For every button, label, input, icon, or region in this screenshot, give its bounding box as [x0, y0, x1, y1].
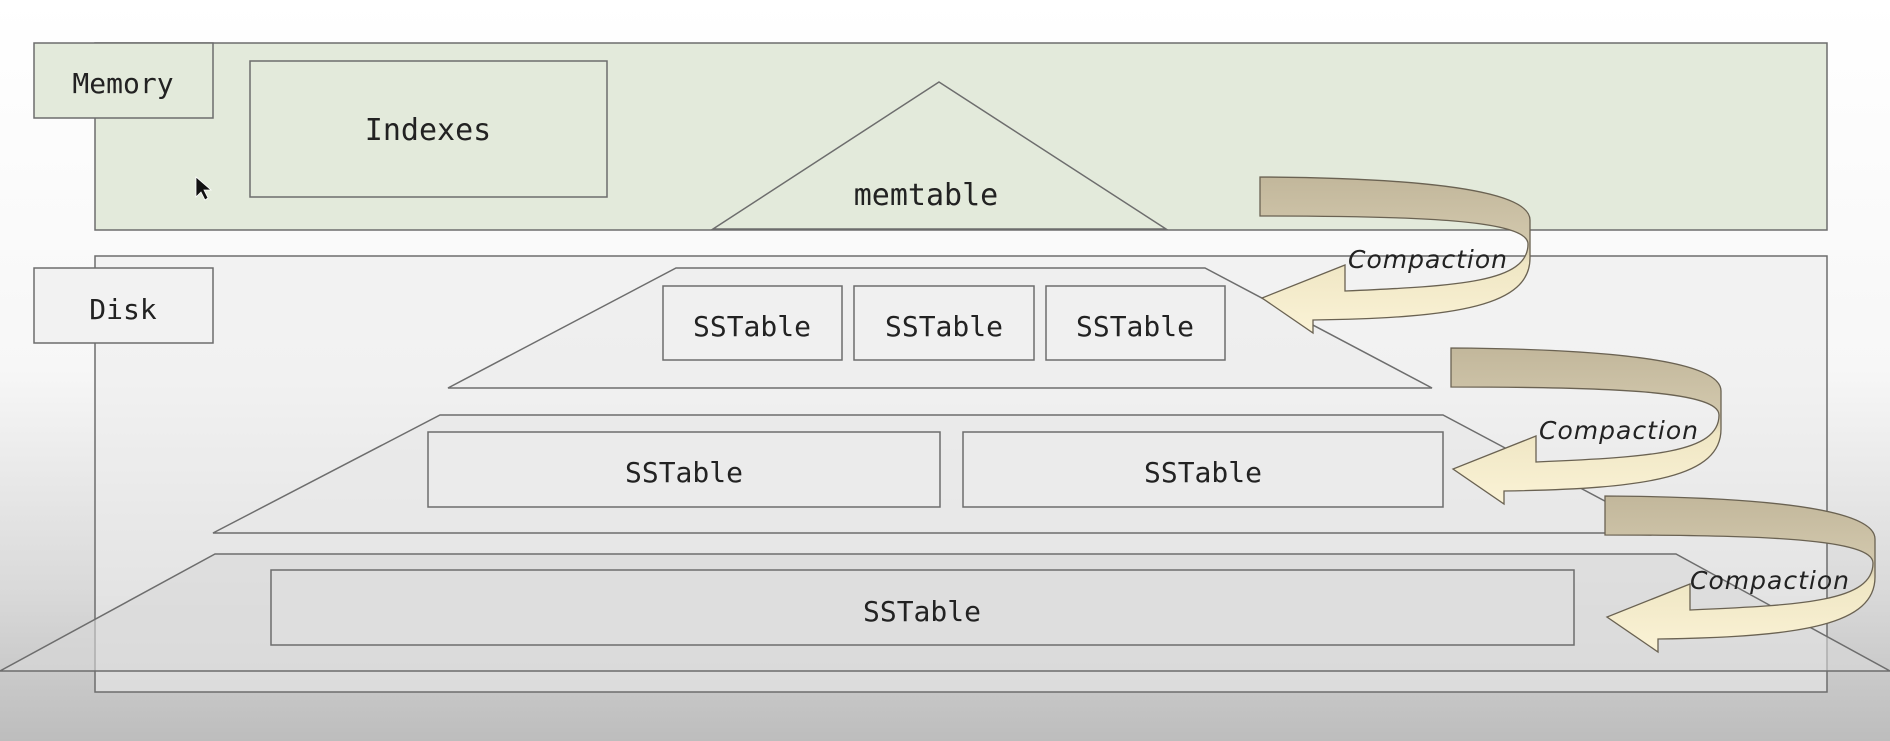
sstable-box: [662, 285, 843, 361]
compaction-arrow-icon: [1259, 176, 1531, 335]
disk-label-box: [33, 267, 214, 344]
sstable-label: SSTable: [693, 310, 811, 343]
compaction-arrow-icon: [1450, 347, 1722, 506]
mouse-cursor-icon: [195, 176, 213, 201]
compaction-arrow-2: Compaction: [1450, 347, 1722, 506]
level-1-tables: SSTable SSTable: [427, 431, 1444, 508]
memtable-triangle: [710, 81, 1169, 230]
memory-label: Memory: [72, 67, 173, 100]
compaction-label: Compaction: [1539, 416, 1699, 445]
compaction-label: Compaction: [1690, 566, 1850, 595]
memory-label-box: [33, 42, 214, 119]
memtable-label: memtable: [854, 178, 999, 213]
sstable-box: [962, 431, 1444, 508]
sstable-label: SSTable: [1144, 456, 1262, 489]
compaction-arrow-3: Compaction: [1604, 495, 1876, 654]
sstable-label: SSTable: [625, 456, 743, 489]
sstable-box: [853, 285, 1035, 361]
compaction-arrow-1: Compaction: [1259, 176, 1531, 335]
compaction-arrow-icon: [1604, 495, 1876, 654]
level-0-tables: SSTable SSTable SSTable: [662, 285, 1226, 361]
sstable-label: SSTable: [885, 310, 1003, 343]
sstable-box: [1045, 285, 1226, 361]
sstable-box: [270, 569, 1575, 646]
indexes-label: Indexes: [365, 113, 491, 148]
level-2-tables: SSTable: [270, 569, 1575, 646]
disk-label: Disk: [89, 293, 157, 326]
sstable-label: SSTable: [863, 595, 981, 628]
indexes-box: [249, 60, 608, 198]
sstable-box: [427, 431, 941, 508]
compaction-label: Compaction: [1348, 245, 1508, 274]
sstable-label: SSTable: [1076, 310, 1194, 343]
